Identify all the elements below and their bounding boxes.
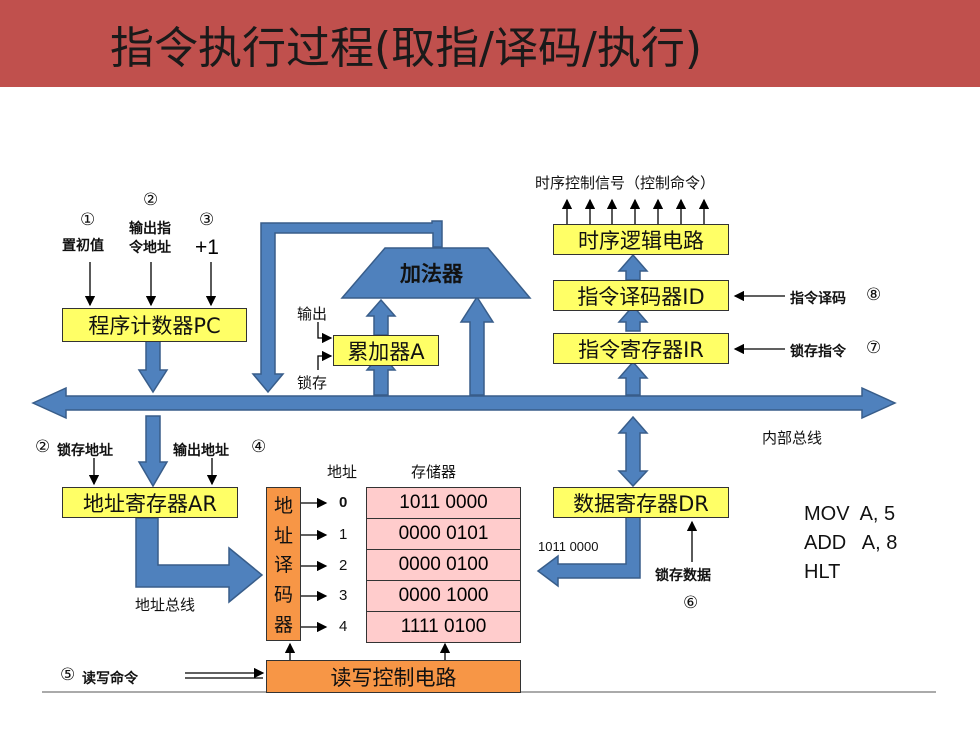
decode-label: 指令译码 <box>790 291 846 307</box>
address-0: 0 <box>339 494 348 511</box>
ar-to-decoder-arrow <box>135 517 264 604</box>
rw-control-circuit: 读写控制电路 <box>266 660 521 693</box>
address-4: 4 <box>339 618 348 635</box>
timing-logic-circuit: 时序逻辑电路 <box>553 224 729 255</box>
step-5-marker: ⑤ <box>60 665 76 685</box>
pc-to-bus-arrow <box>137 340 169 394</box>
timing-signals-label: 时序控制信号（控制命令） <box>535 174 716 192</box>
instruction-decoder: 指令译码器ID <box>553 280 729 311</box>
address-3: 3 <box>339 587 348 604</box>
internal-bus-arrow <box>31 386 897 420</box>
step-1-marker: ① <box>80 210 96 230</box>
ir-to-id-arrow <box>617 304 649 332</box>
plus-one-label: +1 <box>195 236 219 259</box>
program-line: ADD A, 8 <box>804 532 898 554</box>
step-8-marker: ⑧ <box>866 285 882 305</box>
set-init-label: 置初值 <box>62 238 104 254</box>
rw-command-label: 读写命令 <box>82 671 138 687</box>
bus-to-ir-arrow <box>617 360 649 396</box>
bus-to-ar-arrow <box>137 415 169 488</box>
address-register: 地址寄存器AR <box>62 487 238 518</box>
address-decoder: 地 址 译 码 器 <box>266 487 301 641</box>
memory-cell-4: 1111 0100 <box>366 611 521 643</box>
bus-to-adder-arrow <box>459 295 495 396</box>
memory-cell-3: 0000 1000 <box>366 580 521 612</box>
address-1: 1 <box>339 526 348 543</box>
dr-value: 1011 0000 <box>538 539 599 554</box>
data-register: 数据寄存器DR <box>553 487 729 518</box>
output-addr-label: 输出地址 <box>173 443 229 459</box>
decoder-char: 址 <box>273 524 293 547</box>
latch-addr-label: 锁存地址 <box>57 443 113 459</box>
decoder-char: 器 <box>273 613 293 636</box>
address-bus-label: 地址总线 <box>135 596 196 614</box>
acc-to-adder-arrow <box>365 298 397 336</box>
id-to-timing-arrow <box>617 253 649 281</box>
latch-instr-label: 锁存指令 <box>790 344 846 360</box>
adder-shape <box>340 247 532 299</box>
decoder-char: 地 <box>273 495 293 518</box>
program-line: MOV A, 5 <box>804 503 896 525</box>
decoder-char: 码 <box>273 584 293 607</box>
step-2-marker: ② <box>143 190 159 210</box>
step-3-marker: ③ <box>199 210 215 230</box>
acc-latch-label: 锁存 <box>297 374 328 392</box>
adder-label: 加法器 <box>400 262 463 286</box>
accumulator: 累加器A <box>333 335 439 366</box>
adder-feedback-arrow <box>251 220 443 394</box>
program-line: HLT <box>804 561 841 583</box>
address-2: 2 <box>339 557 348 574</box>
step-4-marker: ④ <box>251 437 267 457</box>
bus-dr-arrow <box>617 415 649 488</box>
internal-bus-label: 内部总线 <box>762 429 823 447</box>
acc-output-label: 输出 <box>297 305 328 323</box>
memory-header: 存储器 <box>411 463 457 481</box>
step-7-marker: ⑦ <box>866 338 882 358</box>
step-6-marker: ⑥ <box>683 593 699 613</box>
page-title: 指令执行过程(取指/译码/执行) <box>110 23 702 74</box>
instruction-register: 指令寄存器IR <box>553 333 729 364</box>
out-addr-label-2: 令地址 <box>129 240 171 256</box>
dr-to-memory-arrow <box>536 516 641 588</box>
latch-data-label: 锁存数据 <box>655 568 711 584</box>
step-2b-marker: ② <box>35 437 51 457</box>
title-bar <box>0 0 980 87</box>
memory-cell-0: 1011 0000 <box>366 487 521 519</box>
program-counter: 程序计数器PC <box>62 308 247 342</box>
address-header: 地址 <box>327 463 358 481</box>
memory-cell-2: 0000 0100 <box>366 549 521 581</box>
memory-cell-1: 0000 0101 <box>366 518 521 550</box>
decoder-char: 译 <box>273 554 293 577</box>
out-addr-label-1: 输出指 <box>129 221 171 237</box>
